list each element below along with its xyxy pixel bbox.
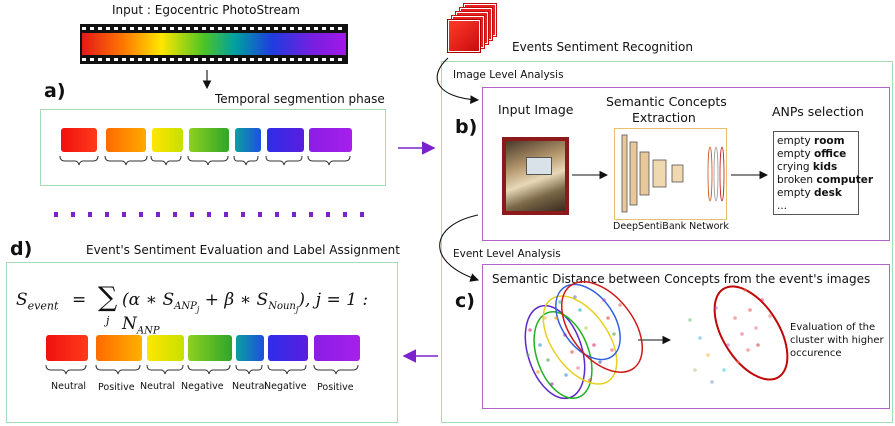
segment-6 (267, 128, 304, 152)
image-level-label: Image Level Analysis (453, 69, 564, 81)
film-strip (80, 24, 348, 64)
result-segment-2 (96, 335, 142, 361)
anp-item: crying kids (777, 161, 838, 173)
result-segment-3 (147, 335, 184, 361)
segment-1 (61, 128, 97, 152)
evaluation-line1: Evaluation of the (790, 322, 876, 333)
label-b: b) (455, 116, 478, 138)
monitor-shape (526, 157, 552, 175)
sentiment-formula: Sevent = ∑ j (α ∗ SANPj + β ∗ SNounj), j… (16, 282, 394, 337)
formula-body: (α ∗ SANPj + β ∗ SNounj), j = 1 : NANP (122, 290, 369, 337)
film-colors (82, 33, 346, 55)
film-perforations-top (82, 27, 346, 30)
anps-selection-label: ANPs selection (772, 104, 864, 119)
segment-2 (106, 128, 146, 152)
film-perforations-bottom (82, 58, 346, 61)
events-panel (441, 61, 893, 423)
sentiment-label: Negative (264, 381, 307, 392)
network-layers-icon (621, 134, 725, 213)
semantic-concepts-line1: Semantic Concepts (606, 94, 727, 109)
scatter-dots-right (688, 288, 772, 384)
anp-item: ... (777, 200, 788, 212)
curved-arrow-icon (439, 214, 480, 282)
events-title: Events Sentiment Recognition (512, 40, 693, 54)
formula-lhs: Sevent (16, 290, 59, 313)
result-segment-6 (268, 335, 308, 361)
event-level-label: Event Level Analysis (453, 248, 561, 260)
anp-item: empty office (777, 148, 847, 160)
selected-cluster (713, 285, 789, 381)
input-label: Input : Egocentric PhotoStream (112, 3, 300, 17)
segment-7 (309, 128, 352, 152)
result-segment-7 (314, 335, 360, 361)
segment-4 (189, 128, 229, 152)
formula-sum-sub: j (106, 314, 110, 327)
stack-card-1 (448, 20, 480, 52)
result-segment-5 (236, 335, 264, 361)
label-d: d) (10, 238, 33, 260)
semantic-concepts-line2: Extraction (632, 110, 696, 125)
sentiment-panel (6, 262, 398, 423)
result-segment-1 (46, 335, 88, 361)
anp-item: empty room (777, 135, 845, 147)
sentiment-label: Positive (98, 382, 135, 393)
sentiment-label: Positive (317, 382, 354, 393)
events-stack-icon (448, 4, 496, 52)
sentiment-label: Neutral (232, 381, 268, 392)
dotted-separator (54, 212, 372, 217)
sentiment-label: Neutral (51, 381, 87, 392)
network-label: DeepSentiBank Network (613, 221, 729, 232)
sentiment-label: Neutral (140, 381, 176, 392)
curved-arrow-icon (436, 57, 480, 105)
sentiment-label: Negative (181, 381, 224, 392)
evaluation-line2: cluster with higher (790, 335, 884, 346)
formula-eq: = (72, 290, 87, 310)
image-analysis-panel (482, 87, 890, 241)
segment-5 (235, 128, 261, 152)
input-image-label: Input Image (498, 102, 574, 117)
anp-box: empty room empty office crying kids brok… (773, 131, 874, 215)
anp-item: broken computer (777, 174, 874, 186)
segmentation-panel (40, 109, 386, 186)
result-segment-4 (188, 335, 232, 361)
segment-3 (152, 128, 183, 152)
sentiment-title: Event's Sentiment Evaluation and Label A… (86, 243, 400, 257)
braces-panel-d (45, 364, 359, 375)
input-image-thumbnail (502, 137, 569, 215)
anp-item: empty desk (777, 187, 842, 199)
formula-sum-symbol: ∑ (98, 282, 118, 313)
label-a: a) (44, 80, 66, 102)
braces-panel-a (59, 155, 351, 166)
temporal-phase-label: Temporal segmention phase (215, 92, 385, 106)
scatter-dots-left (526, 295, 622, 386)
concept-clusters (524, 281, 644, 400)
evaluation-line3: occurence (790, 348, 842, 359)
office-photo (506, 141, 565, 211)
event-analysis-panel (482, 264, 890, 409)
label-c: c) (455, 290, 475, 312)
